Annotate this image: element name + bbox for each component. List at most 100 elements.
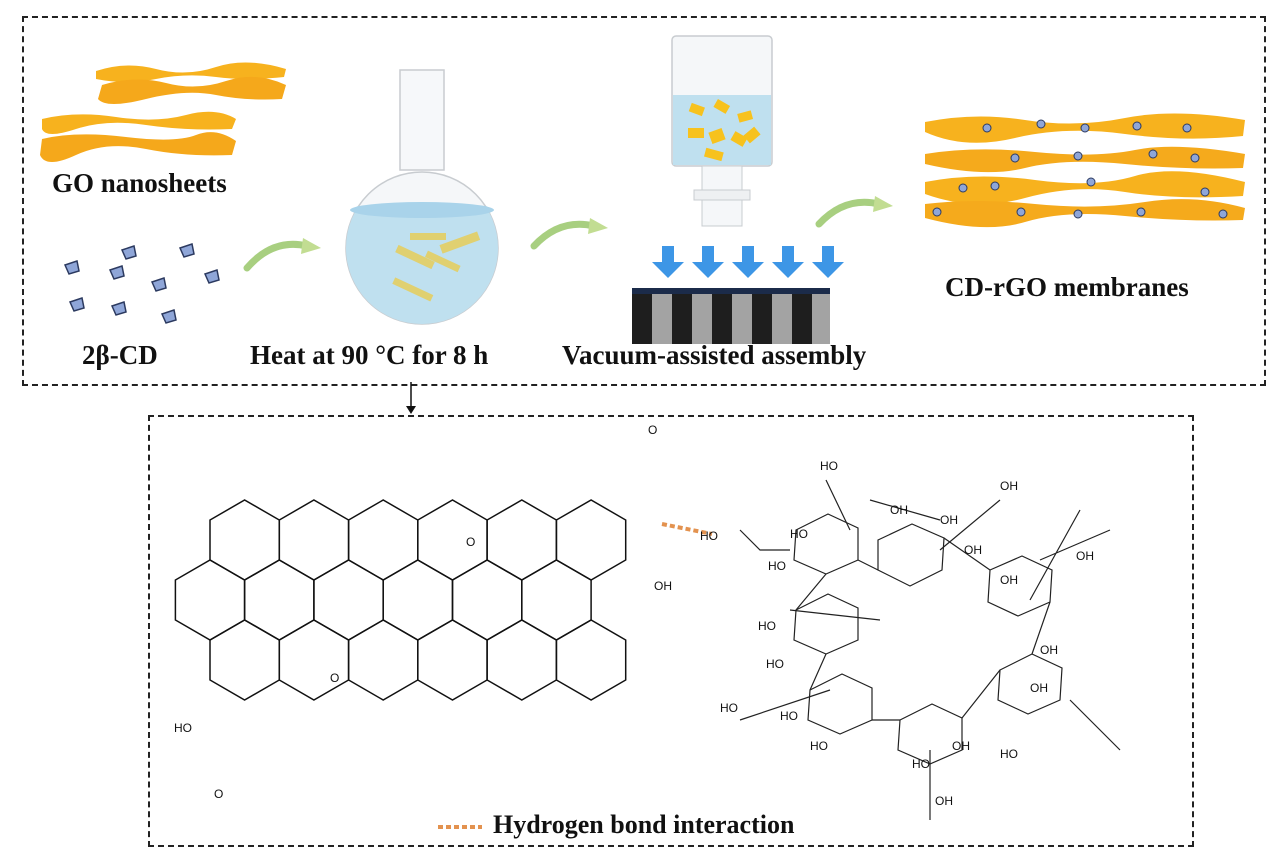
cd-cup-icon: [1010, 153, 1020, 163]
vacuum-assembly-label: Vacuum-assisted assembly: [562, 340, 867, 370]
nanosheet: [40, 62, 286, 162]
carbon-ring: [451, 559, 523, 641]
carboxyl-oxygen: O: [648, 423, 657, 437]
beta-cd-label: 2β-CD: [82, 340, 158, 370]
green-arrow-icon: [530, 218, 608, 250]
go-nanosheets-label: GO nanosheets: [52, 168, 227, 198]
hydroxyl-label: HO: [780, 709, 798, 723]
cd-cup-icon: [1036, 119, 1046, 129]
hydrogen-bond-legend-label: Hydrogen bond interaction: [493, 810, 795, 839]
cd-cup-icon: [990, 181, 1000, 191]
cd-cup-icon: [68, 297, 85, 312]
down-arrow-icon: [812, 246, 844, 278]
carbon-ring: [521, 559, 592, 641]
cd-cup-icon: [1218, 209, 1228, 219]
cd-cup-icon: [63, 260, 80, 275]
carbon-ring: [417, 619, 488, 701]
hydrogen-bond-legend-icon: [438, 825, 482, 829]
hydroxypropyl-beta-cyclodextrin-structure: HO OH OH OH OH OH OH HO HO HO HO HO HO H…: [700, 459, 1121, 820]
molecular-structure-panel: [148, 415, 1194, 847]
cd-cup-icon: [1148, 149, 1158, 159]
carbon-ring: [555, 619, 627, 701]
hydroxyl-label: OH: [1000, 479, 1018, 493]
hydrogen-bond-line: [661, 522, 713, 536]
hydroxyl-label: HO: [720, 701, 738, 715]
carbon-ring: [486, 499, 558, 581]
down-arrow-icon: [732, 246, 764, 278]
hydroxyl-label: OH: [1076, 549, 1094, 563]
cd-cup-icon: [108, 265, 125, 280]
cd-cup-icon: [1080, 123, 1090, 133]
carbon-ring: [417, 499, 488, 581]
carbon-ring: [382, 559, 454, 641]
hydroxyl-label: OH: [940, 513, 958, 527]
cd-cup-icon: [1016, 207, 1026, 217]
hydroxyl-label: HO: [766, 657, 784, 671]
cd-cup-icon: [958, 183, 968, 193]
hydroxyl-label: OH: [890, 503, 908, 517]
green-arrow-icon: [815, 196, 893, 228]
carbon-ring: [347, 619, 419, 701]
green-arrow-icon: [243, 238, 321, 272]
cd-cup-icon: [1182, 123, 1192, 133]
hydroxyl-label: OH: [1030, 681, 1048, 695]
cd-cup-icon: [1073, 209, 1083, 219]
hydroxyl-label: HO: [758, 619, 776, 633]
hydroxyl-label: OH: [1000, 573, 1018, 587]
round-bottom-flask-graphic: [345, 69, 499, 325]
carboxyl-oxygen: O: [214, 787, 223, 801]
carbon-ring: [347, 499, 419, 581]
down-arrow-icon: [406, 382, 416, 414]
carbon-ring: [209, 499, 281, 581]
hydroxyl-label: OH: [964, 543, 982, 557]
hydroxyl-label: HO: [912, 757, 930, 771]
carbon-ring: [278, 619, 350, 701]
vacuum-arrows: [652, 246, 844, 278]
cd-cup-icon: [932, 207, 942, 217]
go-nanosheets-graphic: [40, 62, 286, 162]
heat-condition-label: Heat at 90 °C for 8 h: [250, 340, 489, 370]
hydroxyl-label: OH: [1040, 643, 1058, 657]
graphene-oxide-structure: O O O OH HO O: [174, 423, 672, 801]
cd-cup-icon: [160, 309, 177, 324]
hydroxyl-label: OH: [935, 794, 953, 808]
carbon-ring: [209, 619, 281, 701]
carbon-ring: [278, 499, 350, 581]
hydroxyl-label: HO: [820, 459, 838, 473]
cd-rgo-membrane-graphic: [925, 113, 1245, 228]
process-panel: [22, 16, 1266, 386]
carbon-ring: [486, 619, 558, 701]
cd-cup-icon: [178, 243, 195, 258]
cd-cup-icon: [1190, 153, 1200, 163]
carbon-ring: [243, 559, 315, 641]
cd-cup-icon: [1132, 121, 1142, 131]
cd-cup-icon: [1136, 207, 1146, 217]
carboxyl-hydroxyl: OH: [654, 579, 672, 593]
cd-cup-icon: [1086, 177, 1096, 187]
membrane-support: [632, 288, 830, 344]
down-arrow-icon: [772, 246, 804, 278]
cd-cup-icon: [110, 301, 127, 316]
beta-cd-cups: [63, 243, 220, 324]
hydroxyl-label: HO: [810, 739, 828, 753]
down-arrow-icon: [692, 246, 724, 278]
hydroxyl-label: HO: [1000, 747, 1018, 761]
hydroxyl-label: HO: [700, 529, 718, 543]
cd-cup-icon: [982, 123, 992, 133]
cd-cup-icon: [150, 277, 167, 292]
epoxy-oxygen: O: [466, 535, 475, 549]
down-arrow-icon: [652, 246, 684, 278]
cd-cup-icon: [203, 269, 220, 284]
cd-cup-icon: [120, 245, 137, 260]
cd-cup-icon: [1200, 187, 1210, 197]
cd-rgo-membranes-label: CD-rGO membranes: [945, 272, 1189, 302]
cd-cup-icon: [1073, 151, 1083, 161]
carbon-ring: [313, 559, 384, 641]
carboxyl-hydroxyl: HO: [174, 721, 192, 735]
vacuum-filter-graphic: [632, 35, 844, 344]
hydroxyl-label: HO: [768, 559, 786, 573]
carbon-ring: [555, 499, 627, 581]
hydroxyl-label: OH: [952, 739, 970, 753]
hydroxyl-label: HO: [790, 527, 808, 541]
epoxy-oxygen: O: [330, 671, 339, 685]
